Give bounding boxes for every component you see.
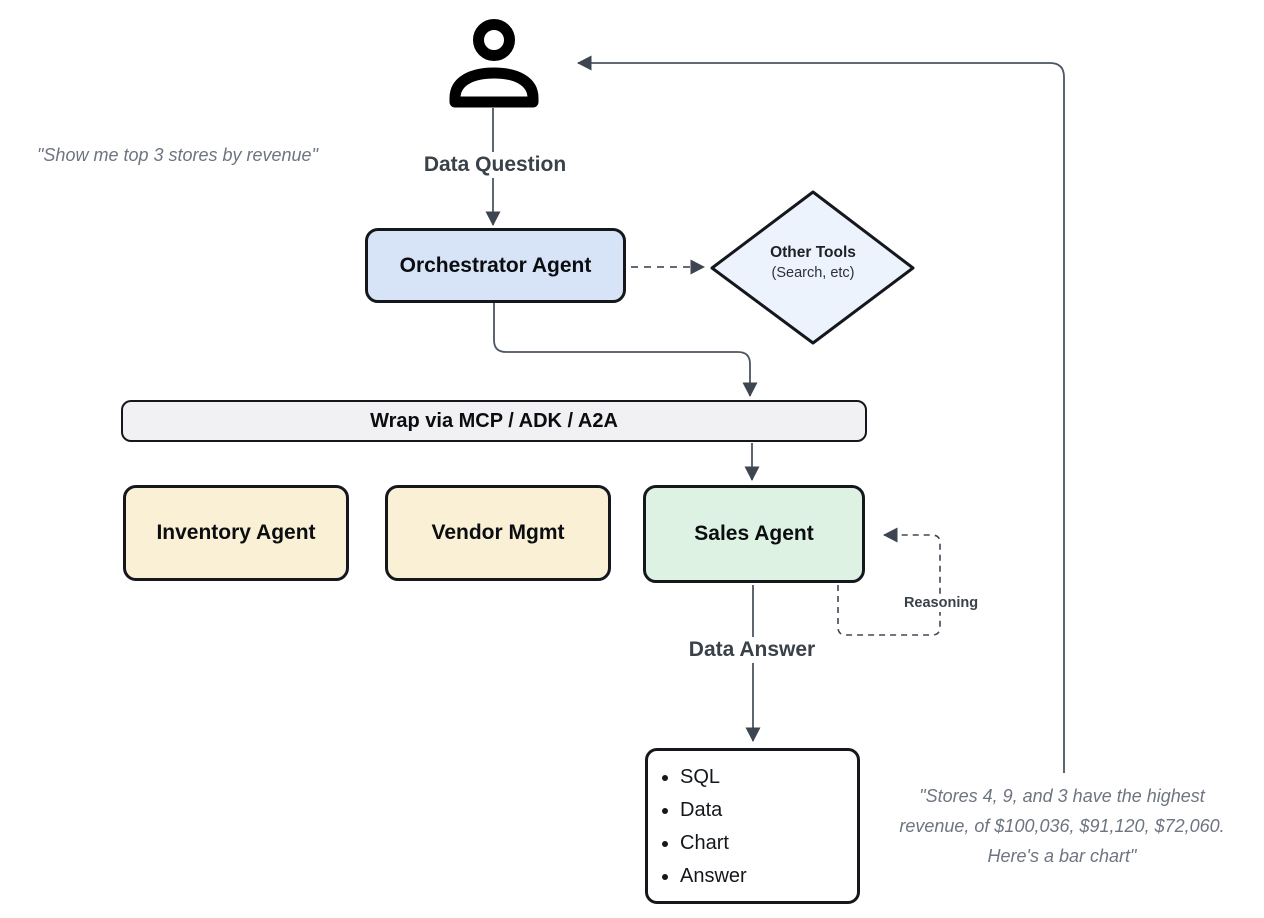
inventory-agent-label: Inventory Agent: [156, 521, 316, 544]
other-tools-subtitle: (Search, etc): [771, 265, 855, 281]
data-question-label: Data Question: [385, 152, 605, 178]
other-tools-title: Other Tools: [770, 244, 856, 261]
other-tools-diamond: [710, 190, 915, 345]
output-item: Data: [680, 794, 747, 827]
arrow-orchestrator-to-wrapper: [493, 303, 758, 397]
person-icon: [449, 19, 539, 108]
sales-agent-node: Sales Agent: [643, 485, 865, 583]
output-list: SQL Data Chart Answer: [648, 761, 747, 893]
reasoning-label: Reasoning: [886, 594, 996, 612]
inventory-agent-node: Inventory Agent: [123, 485, 349, 581]
sales-agent-label: Sales Agent: [694, 522, 814, 545]
user-quote: "Show me top 3 stores by revenue": [37, 145, 318, 165]
output-item: Answer: [680, 860, 747, 893]
data-answer-label: Data Answer: [647, 637, 857, 663]
output-item: SQL: [680, 761, 747, 794]
vendor-mgmt-label: Vendor Mgmt: [431, 521, 565, 544]
output-item: Chart: [680, 827, 747, 860]
answer-quote: "Stores 4, 9, and 3 have the highest rev…: [899, 786, 1225, 866]
vendor-mgmt-node: Vendor Mgmt: [385, 485, 611, 581]
arrow-reasoning-loop: [837, 527, 941, 636]
orchestrator-agent-node: Orchestrator Agent: [365, 228, 626, 303]
arrow-answer-to-user: [577, 55, 1065, 773]
other-tools-node: Other Tools (Search, etc): [737, 243, 889, 283]
output-list-node: SQL Data Chart Answer: [645, 748, 860, 904]
wrap-label: Wrap via MCP / ADK / A2A: [370, 409, 618, 432]
wrap-mcp-adk-a2a-node: Wrap via MCP / ADK / A2A: [121, 400, 867, 442]
orchestrator-agent-label: Orchestrator Agent: [399, 253, 592, 277]
